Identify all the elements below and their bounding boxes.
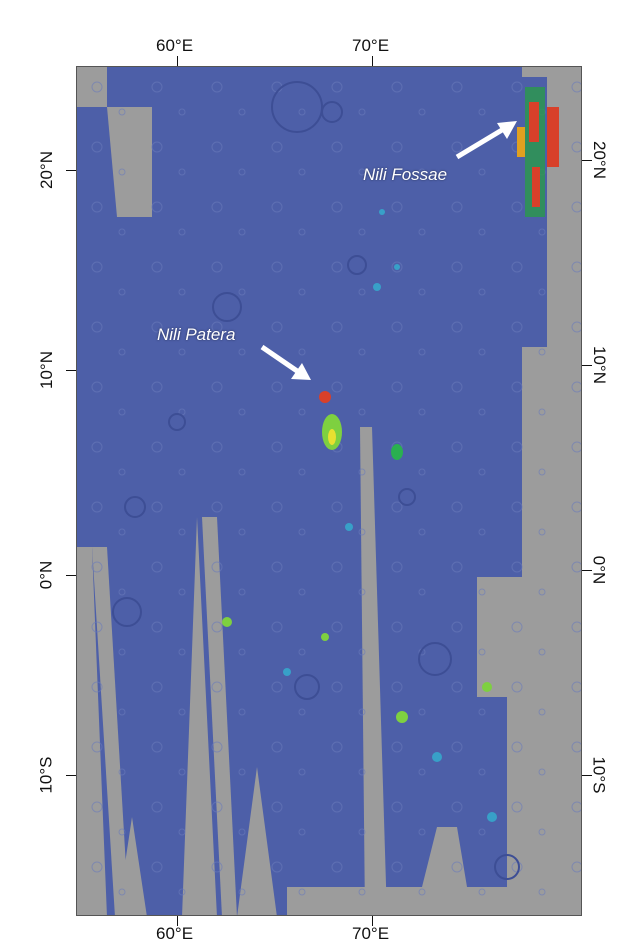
- tick: [372, 916, 373, 926]
- tick: [372, 56, 373, 66]
- lon-label-top: 60°E: [156, 36, 194, 55]
- lat-label-left: 0°N: [36, 560, 56, 590]
- label-nili-fossae: Nili Fossae: [363, 165, 448, 184]
- tick: [66, 575, 76, 576]
- crater: [212, 292, 242, 322]
- arrow-icon: [260, 344, 311, 380]
- nili-fossae-detections: [517, 87, 559, 217]
- mars-shaded-relief-map: [77, 67, 581, 915]
- crater: [271, 81, 323, 133]
- crater: [398, 488, 416, 506]
- tick: [66, 170, 76, 171]
- crater: [418, 642, 452, 676]
- crater: [124, 496, 146, 518]
- lat-label-left: 10°S: [36, 756, 56, 794]
- crater: [321, 101, 343, 123]
- arrow-icon: [455, 121, 517, 160]
- crater: [168, 413, 186, 431]
- tick: [66, 370, 76, 371]
- lon-label-bottom: 60°E: [156, 924, 194, 943]
- scattered-detections: [222, 209, 497, 822]
- lat-label-right: 20°N: [589, 141, 609, 179]
- lat-label-left: 20°N: [36, 151, 56, 189]
- crater: [494, 854, 520, 880]
- map-frame: Nili Fossae Nili Patera: [76, 66, 582, 916]
- lon-label-bottom: 70°E: [352, 924, 390, 943]
- label-nili-patera: Nili Patera: [157, 325, 236, 344]
- crater: [112, 597, 142, 627]
- tick: [582, 570, 592, 571]
- tick: [582, 775, 592, 776]
- lat-label-right: 10°S: [589, 756, 609, 794]
- nili-patera-detections: [319, 391, 403, 460]
- lon-label-top: 70°E: [352, 36, 390, 55]
- tick: [177, 56, 178, 66]
- tick: [177, 916, 178, 926]
- lat-label-right: 10°N: [589, 346, 609, 384]
- lat-label-left: 10°N: [36, 351, 56, 389]
- crater: [347, 255, 367, 275]
- tick: [582, 365, 592, 366]
- tick: [66, 775, 76, 776]
- lat-label-right: 0°N: [589, 555, 609, 585]
- tick: [582, 160, 592, 161]
- crater: [294, 674, 320, 700]
